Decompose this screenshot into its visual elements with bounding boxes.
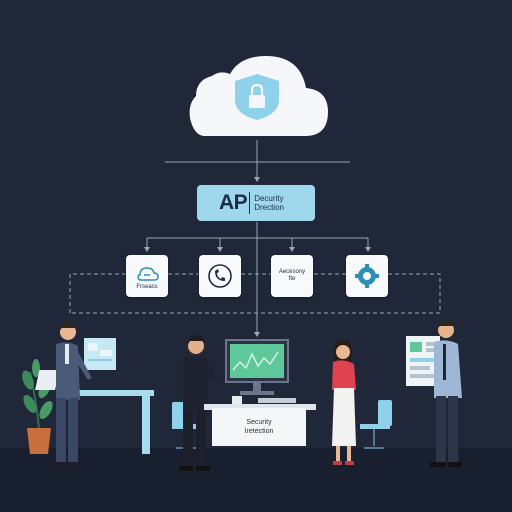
shield-lock-icon [235, 74, 279, 120]
api-security-box: AP Decurity Drection [197, 185, 315, 221]
api-divider [249, 192, 251, 214]
node-label-1: Frseass [136, 284, 158, 290]
phone-icon [208, 264, 232, 288]
gear-icon [355, 264, 379, 288]
node-service-4 [346, 255, 388, 297]
api-title: AP [219, 191, 248, 214]
node-label-3: Aecesony fte [278, 269, 306, 282]
desk-panel-line1: Security [246, 419, 272, 426]
monitor-icon [225, 339, 289, 395]
center-desk [204, 396, 316, 410]
node-service-3: Aecesony fte [271, 255, 313, 297]
office-chair-right [360, 400, 392, 449]
security-desk-panel: Security Iretection [212, 408, 306, 446]
person-center [179, 335, 218, 471]
left-dashboard-panel [84, 338, 116, 370]
floor [0, 448, 512, 512]
desk-panel-line2: Iretection [244, 428, 274, 435]
person-woman [332, 340, 356, 465]
node-service-1: Frseass [126, 255, 168, 297]
person-left [52, 321, 92, 467]
node-service-2 [199, 255, 241, 297]
api-subtitle-line2: Drection [254, 203, 284, 212]
api-subtitle-line1: Decurity [254, 194, 284, 203]
arrow-down-icon [254, 177, 260, 182]
left-desk [35, 370, 154, 454]
cloud-sync-icon [137, 267, 159, 281]
person-right [430, 319, 462, 467]
